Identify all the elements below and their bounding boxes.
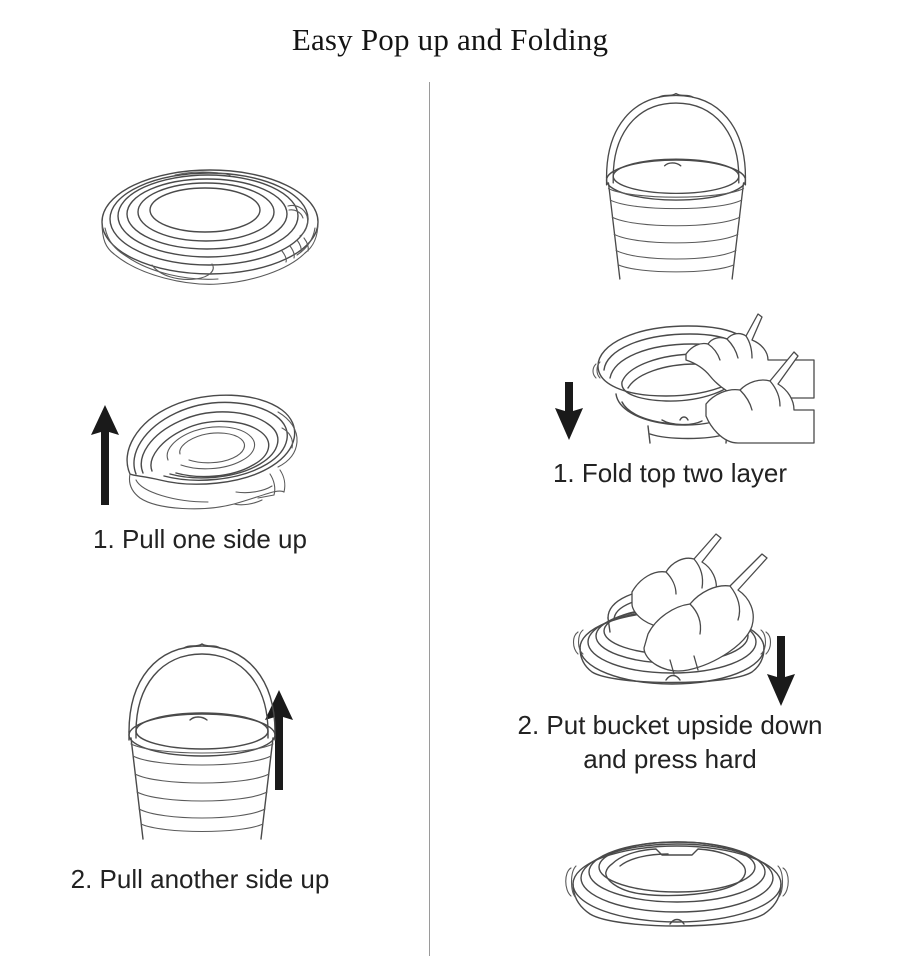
caption-right-step-2-line-1: 2. Put bucket upside down — [517, 710, 823, 740]
page-title: Easy Pop up and Folding — [291, 22, 609, 57]
caption-right-step-1: 1. Fold top two layer — [552, 458, 788, 488]
arrow-down-icon — [552, 382, 586, 440]
figure-hands-pressing-bucket — [570, 533, 790, 688]
caption-left-step-1: 1. Pull one side up — [93, 524, 307, 554]
column-divider — [429, 82, 430, 956]
caption-left-step-2: 2. Pull another side up — [70, 864, 330, 894]
figure-hands-folding-top-rim — [588, 308, 815, 444]
arrow-up-icon — [262, 690, 296, 790]
arrow-up-icon — [88, 405, 122, 505]
figure-collapsed-bucket-final — [562, 812, 792, 940]
caption-right-step-2: 2. Put bucket upside down and press hard — [440, 708, 900, 776]
figure-bucket-fully-popped — [586, 84, 766, 280]
caption-right-step-2-line-2: and press hard — [583, 744, 757, 774]
figure-collapsed-bucket-flat — [92, 148, 328, 293]
figure-bucket-half-popped — [112, 388, 312, 510]
figure-bucket-fully-popped — [112, 634, 292, 840]
arrow-down-icon — [764, 636, 798, 706]
